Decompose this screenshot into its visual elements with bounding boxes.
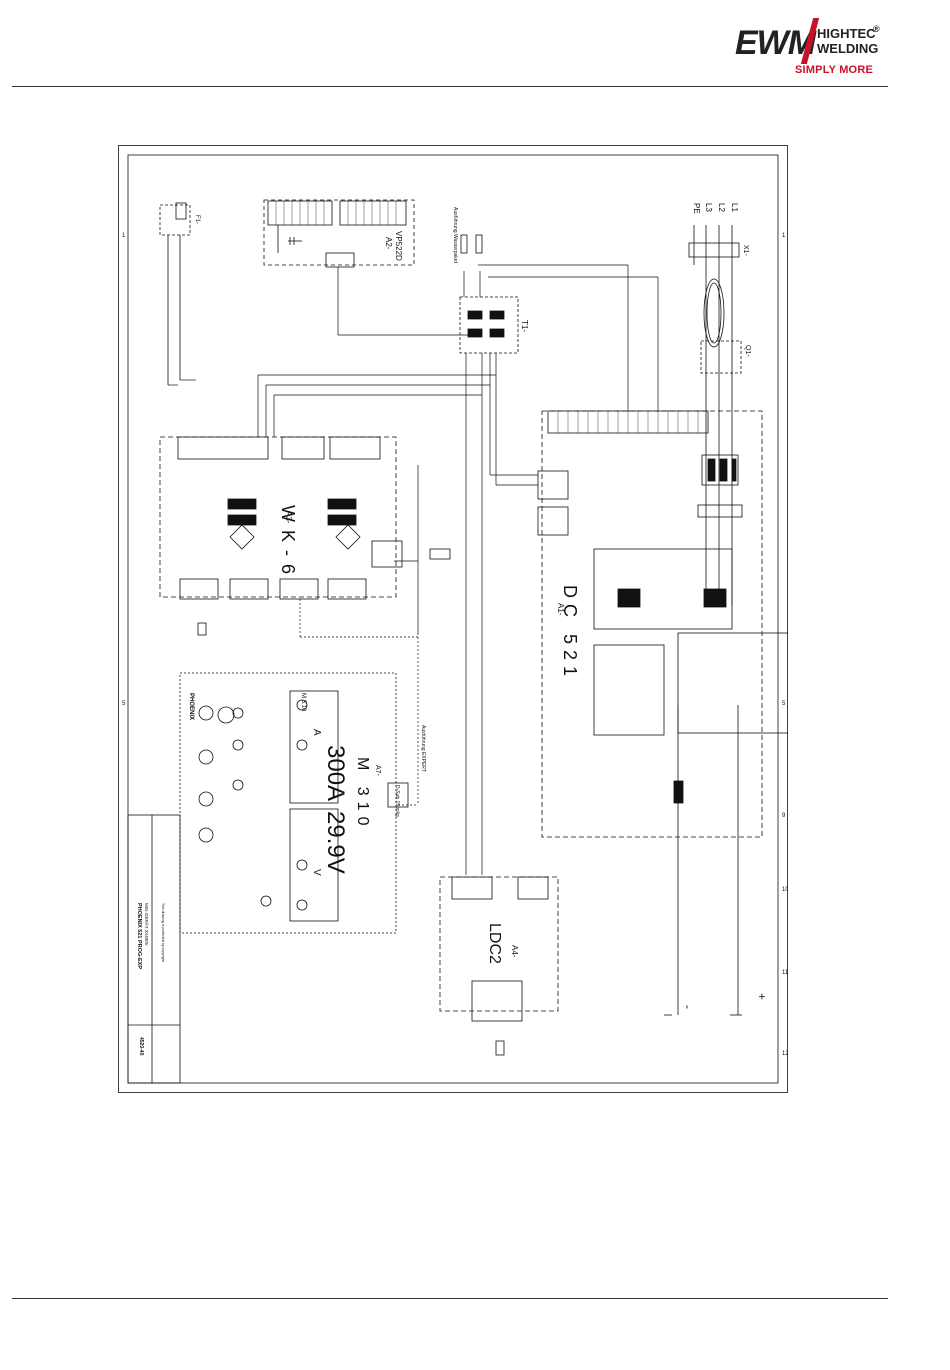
dc521-module: A1- DC 521 <box>537 410 799 1015</box>
m310-id: A7- <box>374 765 381 777</box>
volts-unit: V <box>311 869 322 876</box>
f1-label: F1- <box>194 215 200 224</box>
grid-number: 1 <box>782 233 786 239</box>
volts-readout: 29.9V <box>322 811 349 874</box>
footer-divider <box>12 1298 888 1299</box>
l1-label: L1 <box>730 203 739 212</box>
drawing-number: 4520-40 <box>138 1037 144 1056</box>
amps-unit: A <box>311 729 322 736</box>
t1-label: T1- <box>520 320 529 332</box>
copyright-note: This drawing is protected by copyright <box>161 903 165 962</box>
ldc2-module: A4- LDC2 <box>439 876 559 1056</box>
circuit-diagram: 1 5 1 5 9 10 11 12 F1- A2- VP522D <box>118 145 799 1093</box>
vp522d-module: A2- VP522D <box>263 199 415 268</box>
frame-outer <box>118 145 788 1093</box>
l3-label: L3 <box>704 203 713 212</box>
machine-type: MIG-GERÄT 3X400V <box>144 903 150 946</box>
vp522d-name: VP522D <box>394 231 403 261</box>
ldc2-name: LDC2 <box>486 923 503 964</box>
logo-registered: ® <box>873 24 880 34</box>
machine-name: PHOENIX 521 PROG-EXP <box>136 903 142 969</box>
amps-readout: 300A <box>322 745 349 801</box>
m310-name: M 310 <box>354 757 371 831</box>
header-divider <box>12 86 888 87</box>
mains-input: PE L3 L2 L1 X1- Q1- <box>688 203 751 605</box>
minus-terminal: - <box>681 1005 695 1009</box>
plus-terminal: + <box>755 993 769 1000</box>
grid-number: 10 <box>782 887 788 893</box>
pe-label: PE <box>692 203 701 214</box>
f1-fuse-block: F1- <box>159 202 200 385</box>
l2-label: L2 <box>717 203 726 212</box>
grid-number: 12 <box>782 1051 788 1057</box>
expert-label: Ausführung EXPERT <box>420 725 426 772</box>
x1-label: X1- <box>742 245 749 257</box>
ldc2-id: A4- <box>510 945 519 958</box>
dc521-id: A1- <box>556 603 565 616</box>
grid-number: 5 <box>782 701 786 707</box>
grid-number: 5 <box>122 701 126 707</box>
dc521-name: DC 521 <box>560 585 580 682</box>
q1-label: Q1- <box>744 345 751 357</box>
m310-panel: 300A 29.9V A V M 3.10 PHOENIX M 310 A7- … <box>179 672 426 934</box>
logo-tagline: SIMPLY MORE <box>795 64 873 76</box>
wiring <box>168 264 659 875</box>
water-package: Ausführung Wasserpaket <box>452 207 483 264</box>
water-label: Ausführung Wasserpaket <box>452 207 458 264</box>
frame-inner <box>127 154 779 1084</box>
wk6-id: A3- <box>284 511 293 524</box>
vp522d-id: A2- <box>384 237 393 250</box>
t1-transformer: T1- <box>459 296 529 354</box>
grid-markers: 1 5 1 5 9 10 11 12 <box>122 233 789 1057</box>
wk6-module: A3- WK-6 <box>159 436 451 636</box>
wk6-name: WK-6 <box>278 505 298 582</box>
grid-number: 11 <box>782 970 788 976</box>
m310-connector: D-Sub 15polig <box>394 785 400 817</box>
panel-model-tag: M 3.10 <box>300 693 306 712</box>
title-block: PHOENIX 521 PROG-EXP MIG-GERÄT 3X400V 45… <box>127 814 181 1084</box>
panel-brand: PHOENIX <box>188 693 194 720</box>
grid-number: 1 <box>122 233 126 239</box>
grid-number: 9 <box>782 813 786 819</box>
output-terminals: - + <box>664 993 769 1016</box>
